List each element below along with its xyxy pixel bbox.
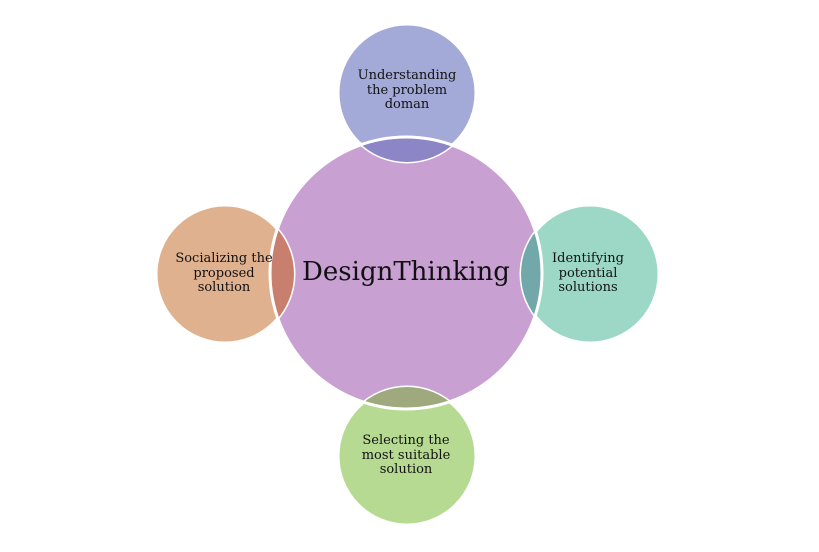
- node-label-left: Socializing the proposed solution: [175, 250, 273, 296]
- node-label-bottom: Selecting the most suitable solution: [361, 432, 451, 478]
- node-label-right: Identifying potential solutions: [552, 250, 624, 296]
- node-label-top: Understanding the problem doman: [357, 67, 457, 113]
- center-label: DesignThinking: [302, 257, 510, 288]
- center-circle-outline: [268, 135, 544, 411]
